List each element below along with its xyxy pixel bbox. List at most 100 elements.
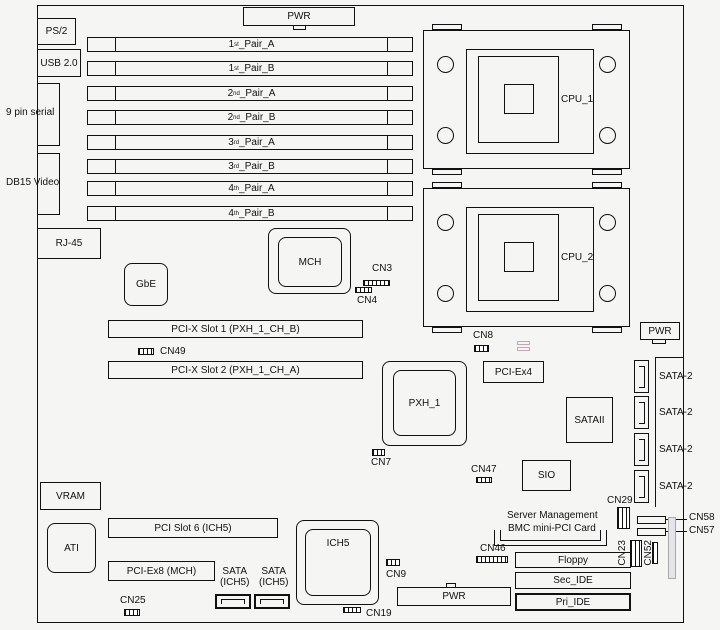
mch-die: MCH bbox=[278, 237, 342, 287]
rj45-label: RJ-45 bbox=[55, 238, 83, 249]
sata-ich5-label-2: SATA(ICH5) bbox=[259, 566, 288, 588]
pcix-slot-1-label: PCI-X Slot 1 (PXH_1_CH_B) bbox=[171, 323, 300, 335]
ich5-chip bbox=[296, 520, 379, 605]
usb-port: USB 2.0 bbox=[37, 49, 81, 77]
sata2-label: SATA-2 bbox=[659, 407, 693, 418]
cpu-socket bbox=[423, 30, 630, 169]
cn8-header bbox=[474, 345, 489, 352]
cn46-label: CN46 bbox=[480, 543, 506, 554]
bmc-slot bbox=[494, 530, 607, 546]
cn57-connector bbox=[637, 528, 666, 536]
socket-clip bbox=[592, 24, 622, 30]
cn7-label: CN7 bbox=[371, 457, 392, 468]
sata-key bbox=[639, 476, 645, 498]
socket-clip bbox=[432, 182, 462, 188]
jumper-marker bbox=[517, 347, 530, 351]
pciex4-slot: PCI-Ex4 bbox=[483, 361, 544, 383]
pcix-slot-2-label: PCI-X Slot 2 (PXH_1_CH_A) bbox=[171, 364, 300, 376]
vram-label: VRAM bbox=[56, 490, 85, 502]
pri-ide-label: Pri_IDE bbox=[555, 596, 591, 608]
pxh-chip bbox=[382, 361, 467, 446]
video-label: DB15 Video bbox=[6, 177, 60, 188]
socket-clip bbox=[592, 169, 622, 175]
sata2-connector bbox=[634, 360, 649, 393]
board-outline bbox=[37, 5, 684, 6]
ps2-port: PS/2 bbox=[37, 18, 76, 45]
board-outline bbox=[655, 357, 656, 507]
mounting-hole bbox=[437, 214, 454, 231]
sata-label: SATA bbox=[261, 566, 287, 577]
cn49-label: CN49 bbox=[160, 346, 186, 357]
ich5-label: ICH5 bbox=[326, 538, 350, 549]
sata-key bbox=[221, 599, 245, 604]
pciex8-slot: PCI-Ex8 (MCH) bbox=[108, 561, 215, 581]
cn7-header bbox=[372, 449, 385, 456]
pciex8-label: PCI-Ex8 (MCH) bbox=[126, 565, 197, 577]
power-tab bbox=[446, 583, 456, 588]
mounting-hole bbox=[599, 127, 616, 144]
board-outline bbox=[37, 5, 38, 623]
power-connector-top: PWR bbox=[243, 7, 355, 26]
mch-label: MCH bbox=[298, 256, 322, 268]
pcix-slot-2: PCI-X Slot 2 (PXH_1_CH_A) bbox=[108, 361, 363, 379]
socket-clip bbox=[592, 182, 622, 188]
mounting-hole bbox=[599, 285, 616, 302]
pcix-slot-1: PCI-X Slot 1 (PXH_1_CH_B) bbox=[108, 320, 363, 338]
leader-line bbox=[666, 531, 687, 532]
board-outline bbox=[655, 357, 683, 358]
sata-ich5-connector-1 bbox=[215, 594, 251, 609]
power-tab bbox=[293, 25, 306, 30]
sio-label: SIO bbox=[537, 470, 556, 481]
sata2-connector bbox=[634, 433, 649, 466]
pci-slot-6: PCI Slot 6 (ICH5) bbox=[108, 518, 278, 538]
cpu2-label: CPU_2 bbox=[561, 252, 594, 263]
cn4-label: CN4 bbox=[357, 295, 378, 306]
cn3-header bbox=[363, 280, 390, 286]
cn19-label: CN19 bbox=[366, 608, 392, 619]
socket-clip bbox=[432, 327, 462, 333]
pri-ide-connector: Pri_IDE bbox=[515, 593, 631, 611]
ich5-die: ICH5 bbox=[305, 529, 371, 596]
cpu-die bbox=[504, 242, 534, 272]
pciex4-label: PCI-Ex4 bbox=[494, 366, 533, 378]
power-connector-right: PWR bbox=[640, 322, 680, 340]
sec-ide-label: Sec_IDE bbox=[553, 575, 593, 586]
board-outline bbox=[37, 622, 684, 623]
sata-ich5-connector-2 bbox=[254, 594, 290, 609]
cn25-header bbox=[124, 609, 140, 616]
mch-chip bbox=[268, 228, 351, 294]
cn58-label: CN58 bbox=[689, 512, 715, 523]
cpu1-label: CPU_1 bbox=[561, 94, 594, 105]
cn19-header bbox=[343, 607, 361, 613]
sata2-label: SATA-2 bbox=[659, 481, 693, 492]
cn49-header bbox=[138, 348, 154, 355]
power-label: PWR bbox=[442, 591, 466, 602]
pxh-label: PXH_1 bbox=[408, 397, 441, 409]
cpu-package bbox=[478, 214, 559, 301]
sata-sub-label: (ICH5) bbox=[259, 577, 289, 588]
cpu-socket bbox=[423, 188, 630, 327]
sata2-connector bbox=[634, 470, 649, 503]
gbe-label: GbE bbox=[135, 279, 156, 290]
usb-label: USB 2.0 bbox=[40, 57, 78, 69]
serial-label: 9 pin serial bbox=[6, 107, 55, 118]
serial-port bbox=[37, 83, 60, 146]
bmc-slot-inner bbox=[500, 530, 601, 541]
board-outline bbox=[683, 5, 684, 623]
power-label: PWR bbox=[648, 325, 672, 337]
sec-ide-connector: Sec_IDE bbox=[515, 572, 631, 589]
cn46-header bbox=[476, 556, 508, 563]
cn9-header bbox=[386, 559, 400, 566]
sata-key bbox=[639, 439, 645, 461]
cn47-header bbox=[476, 477, 492, 483]
sata2-label: SATA-2 bbox=[659, 371, 693, 382]
rj45-port: RJ-45 bbox=[37, 228, 101, 259]
